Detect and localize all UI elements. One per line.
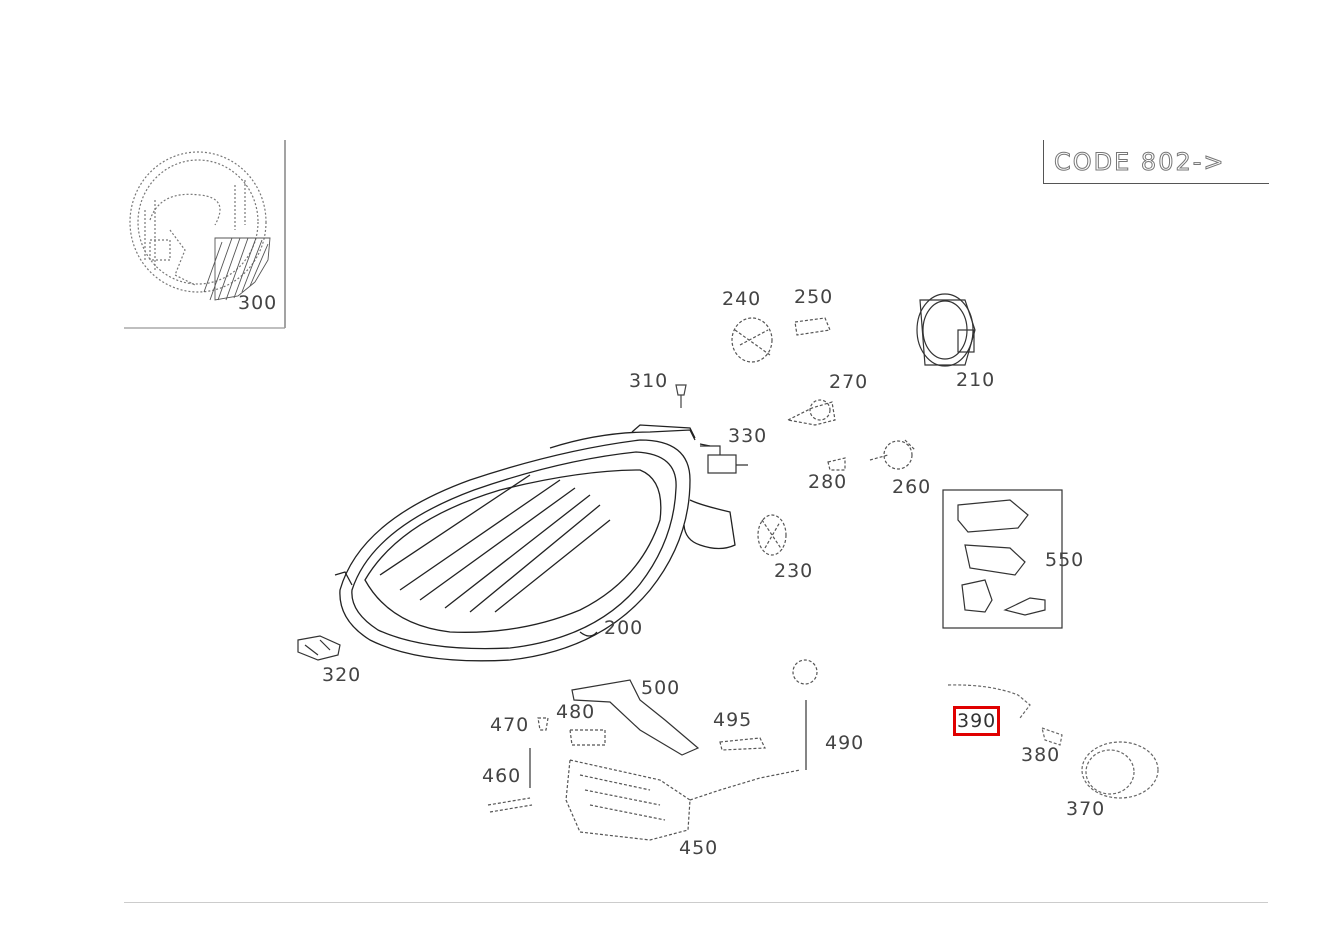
callout-460[interactable]: 460 xyxy=(482,765,522,787)
callout-450[interactable]: 450 xyxy=(679,837,719,859)
inset-frame xyxy=(124,140,286,329)
parts-lower-cluster xyxy=(487,659,818,841)
part-330-connector xyxy=(700,445,748,474)
kit-550-box xyxy=(942,489,1063,629)
callout-240[interactable]: 240 xyxy=(722,288,762,310)
code-box xyxy=(1043,140,1269,184)
callout-495[interactable]: 495 xyxy=(713,709,753,731)
inset-hatch xyxy=(203,237,271,301)
parts-sockets xyxy=(786,399,916,471)
callout-280[interactable]: 280 xyxy=(808,471,848,493)
callout-470[interactable]: 470 xyxy=(490,714,530,736)
inset-detail-300 xyxy=(129,151,267,293)
part-310-screw xyxy=(675,384,687,408)
callout-270[interactable]: 270 xyxy=(829,371,869,393)
callout-200[interactable]: 200 xyxy=(604,617,644,639)
callout-250[interactable]: 250 xyxy=(794,286,834,308)
callout-480[interactable]: 480 xyxy=(556,701,596,723)
part-500-bracket xyxy=(571,679,700,756)
callout-380[interactable]: 380 xyxy=(1021,744,1061,766)
callout-330[interactable]: 330 xyxy=(728,425,768,447)
callout-370[interactable]: 370 xyxy=(1066,798,1106,820)
leader-lines xyxy=(529,700,807,788)
code-label: CODE 802-> xyxy=(1054,148,1226,177)
callout-300[interactable]: 300 xyxy=(238,292,278,314)
bottom-rule xyxy=(124,902,1268,903)
callout-260[interactable]: 260 xyxy=(892,476,932,498)
callout-230[interactable]: 230 xyxy=(774,560,814,582)
callout-210[interactable]: 210 xyxy=(956,369,996,391)
callout-310[interactable]: 310 xyxy=(629,370,669,392)
parts-bulbs xyxy=(731,317,831,556)
part-210-ring xyxy=(916,293,976,367)
callout-500[interactable]: 500 xyxy=(641,677,681,699)
headlamp-assembly xyxy=(334,424,736,662)
callout-390-highlighted[interactable]: 390 xyxy=(952,706,1001,736)
callout-490[interactable]: 490 xyxy=(825,732,865,754)
parts-lower-right xyxy=(947,684,1159,799)
callout-320[interactable]: 320 xyxy=(322,664,362,686)
part-320-clip xyxy=(297,635,341,661)
callout-550[interactable]: 550 xyxy=(1045,549,1085,571)
